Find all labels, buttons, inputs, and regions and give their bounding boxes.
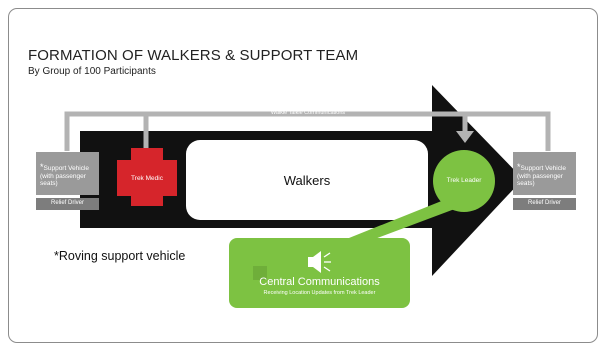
left-relief-driver: Relief Driver — [50, 200, 84, 206]
left-vehicle-label: *Support Vehicle (with passenger seats) — [40, 162, 100, 188]
left-vehicle-asterisk: * — [40, 162, 44, 172]
walkers-label: Walkers — [283, 173, 331, 188]
trek-medic-cross — [117, 148, 177, 206]
speaker-icon — [308, 251, 331, 273]
radio-label: Walkie Talkie Communications — [270, 110, 346, 116]
radio-line — [64, 111, 551, 151]
central-communications-subtitle: Receiving Location Updates from Trek Lea… — [263, 290, 376, 296]
right-relief-driver-box — [513, 198, 576, 210]
left-vehicle-seats: (with passenger seats) — [40, 172, 86, 188]
right-vehicle-name: Support Vehicle — [520, 165, 567, 172]
trek-leader-label: Trek Leader — [446, 177, 482, 184]
right-vehicle-seats: (with passenger seats) — [517, 172, 563, 188]
left-vehicle-name: Support Vehicle — [43, 165, 90, 172]
right-support-vehicle — [513, 152, 576, 195]
left-relief-driver-box — [36, 198, 99, 210]
central-communications-title: Central Communications — [259, 276, 380, 288]
radio-down-arrowhead — [456, 131, 474, 143]
right-relief-driver: Relief Driver — [527, 200, 561, 206]
central-inner-shade — [253, 266, 267, 280]
trek-leader-circle — [433, 150, 495, 212]
left-support-vehicle — [36, 152, 99, 195]
central-communications-box — [229, 238, 410, 308]
walkers-box — [186, 140, 428, 220]
page-title: FORMATION OF WALKERS & SUPPORT TEAM — [28, 47, 359, 64]
trek-medic-label: Trek Medic — [131, 175, 163, 182]
roving-vehicle-note: *Roving support vehicle — [54, 249, 186, 263]
leader-connector — [344, 196, 468, 246]
right-vehicle-asterisk: * — [517, 162, 521, 172]
page-subtitle: By Group of 100 Participants — [28, 66, 156, 77]
right-vehicle-label: *Support Vehicle (with passenger seats) — [517, 162, 579, 188]
